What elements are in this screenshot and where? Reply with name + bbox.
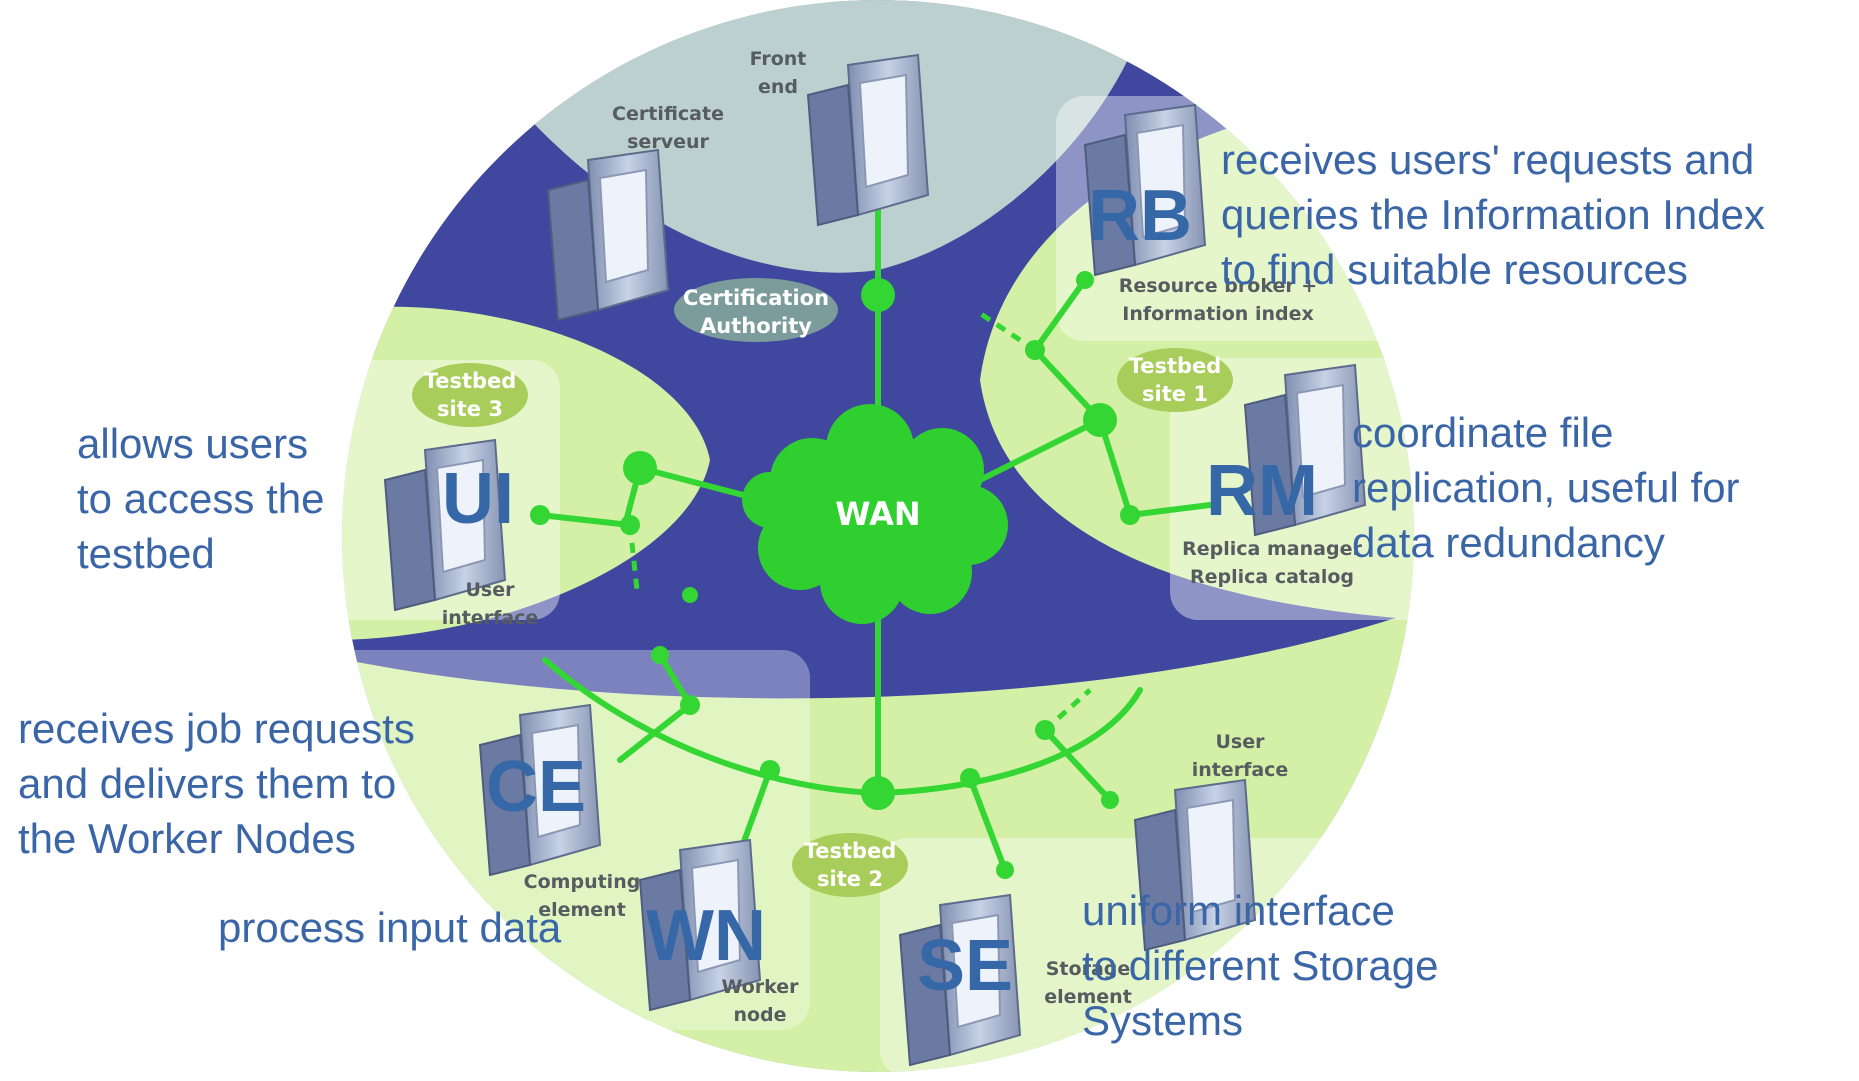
- se-panel: [880, 838, 1549, 1078]
- ui-site3-computer: [383, 438, 507, 612]
- front-end-label: end: [758, 76, 798, 98]
- certificate-region: [440, 0, 1150, 273]
- se-caption: element: [1044, 986, 1132, 1008]
- wn-computer: [638, 838, 762, 1012]
- ce-description: receives job requests and delivers them …: [18, 701, 415, 866]
- site2-label: Testbed: [804, 839, 897, 863]
- site-ovals: [412, 278, 1233, 897]
- site3-label: Testbed: [424, 369, 517, 393]
- ce-computer: [478, 703, 602, 877]
- se-description: uniform interface to different Storage S…: [1082, 883, 1438, 1048]
- rm-description-line: coordinate file: [1352, 409, 1614, 456]
- certification-authority-label: Authority: [700, 314, 812, 338]
- site3-ui-caption: interface: [442, 607, 539, 629]
- rb-computer: [1083, 103, 1207, 277]
- se-description-line: to different Storage: [1082, 942, 1439, 989]
- site2-ui-caption: interface: [1192, 759, 1289, 781]
- ui-description-line: testbed: [77, 530, 215, 577]
- se-description-line: Systems: [1082, 997, 1244, 1044]
- rb-description-line: receives users' requests and: [1221, 136, 1755, 183]
- rb-panel: [1056, 96, 1859, 341]
- network-nodes: [530, 271, 1140, 889]
- site1-label: Testbed: [1129, 354, 1222, 378]
- rb-caption: Resource broker +: [1119, 275, 1317, 297]
- site1-label: site 1: [1142, 382, 1208, 406]
- rm-description-line: data redundancy: [1352, 519, 1665, 566]
- rb-description-line: to find suitable resources: [1221, 246, 1688, 293]
- wn-description: process input data: [218, 900, 561, 955]
- se-computer: [898, 893, 1022, 1067]
- rm-computer: [1243, 363, 1367, 537]
- se-caption: Storage: [1046, 958, 1131, 980]
- front-end-label: Front: [750, 48, 807, 70]
- certificate-server-computer: [546, 148, 670, 322]
- wn-abbr: WN: [646, 896, 766, 976]
- certification-authority-label: Certification: [683, 286, 829, 310]
- front-end-computer: [806, 53, 930, 227]
- wan-cloud: WAN: [742, 404, 1008, 624]
- ui-abbr: UI: [442, 459, 514, 539]
- wn-description-line: process input data: [218, 904, 562, 951]
- wn-caption: Worker: [721, 976, 799, 998]
- site2-label: site 2: [817, 867, 883, 891]
- rm-description: coordinate file replication, useful for …: [1352, 405, 1740, 570]
- ui-description: allows users to access the testbed: [77, 416, 324, 581]
- certificate-server-label: serveur: [627, 131, 709, 153]
- ui-description-line: to access the: [77, 475, 325, 522]
- ce-caption: element: [538, 899, 626, 921]
- rm-caption: Replica manager: [1182, 538, 1362, 560]
- site3-label: site 3: [437, 397, 503, 421]
- rb-abbr: RB: [1088, 176, 1192, 256]
- site2-ui-caption: User: [1216, 731, 1266, 753]
- rb-description-line: queries the Information Index: [1221, 191, 1765, 238]
- ce-description-line: and delivers them to: [18, 760, 397, 807]
- wn-caption: node: [733, 1004, 786, 1026]
- ce-description-line: receives job requests: [18, 705, 415, 752]
- network-dashed-links: [627, 307, 1092, 732]
- se-description-line: uniform interface: [1082, 887, 1395, 934]
- computer-icons: [383, 53, 1367, 1067]
- ce-description-line: the Worker Nodes: [18, 815, 356, 862]
- certificate-server-label: Certificate: [612, 103, 724, 125]
- ce-wn-panel: [0, 650, 810, 1030]
- ce-caption: Computing: [524, 871, 641, 893]
- site3-ui-caption: User: [466, 579, 516, 601]
- ce-abbr: CE: [486, 747, 586, 827]
- rb-caption: Information index: [1122, 303, 1313, 325]
- rb-description: receives users' requests and queries the…: [1221, 132, 1765, 297]
- rm-description-line: replication, useful for: [1352, 464, 1740, 511]
- rm-caption: Replica catalog: [1190, 566, 1354, 588]
- ui-description-line: allows users: [77, 420, 309, 467]
- se-abbr: SE: [917, 926, 1013, 1006]
- ui-site2-computer: [1133, 778, 1257, 952]
- rm-abbr: RM: [1206, 451, 1318, 531]
- wan-label: WAN: [835, 495, 920, 533]
